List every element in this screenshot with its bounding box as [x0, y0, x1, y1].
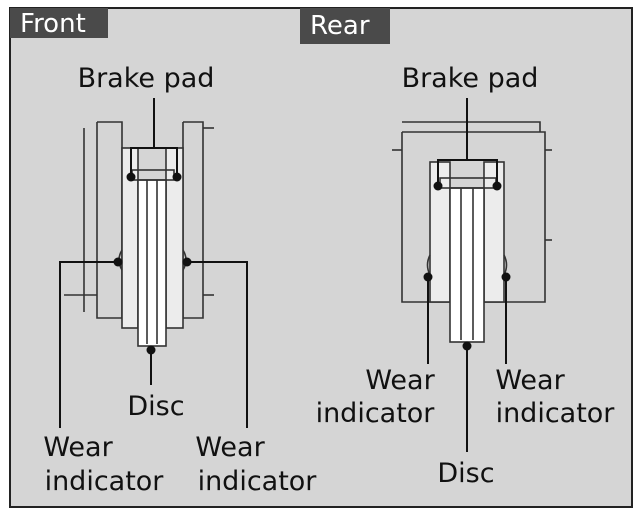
rear-tab-label: Rear — [310, 11, 370, 41]
rear-wear-right-line2: indicator — [496, 398, 616, 429]
rear-tab — [300, 8, 390, 44]
front-wear-left-line1: Wear — [43, 432, 113, 463]
rear-disc-label: Disc — [437, 458, 494, 489]
rear-disc — [449, 187, 485, 343]
rear-section: Rear Brake pad — [300, 8, 615, 489]
front-brake-pad-label: Brake pad — [78, 63, 215, 94]
front-disc-label: Disc — [127, 391, 184, 422]
front-caliper-drawing — [64, 121, 214, 347]
rear-wear-left-line1: Wear — [365, 365, 435, 396]
front-disc-callout: Disc — [127, 345, 185, 422]
front-brake-pad-callout: Brake pad — [78, 63, 215, 182]
rear-wear-left-line2: indicator — [316, 398, 436, 429]
front-wear-left-callout: Wear indicator — [43, 257, 165, 497]
diagram-panel — [9, 7, 633, 508]
front-wear-right-line2: indicator — [198, 466, 318, 497]
front-wear-right-callout: Wear indicator — [182, 257, 318, 497]
rear-brake-pad-label: Brake pad — [402, 63, 539, 94]
front-section: Front Brake pad — [10, 8, 317, 497]
rear-wear-left-callout: Wear indicator — [316, 272, 436, 429]
front-wear-right-line1: Wear — [195, 432, 265, 463]
front-wear-left-line2: indicator — [45, 466, 165, 497]
rear-wear-right-callout: Wear indicator — [495, 272, 616, 429]
rear-wear-right-line1: Wear — [495, 365, 565, 396]
rear-caliper-drawing — [392, 121, 552, 343]
front-disc — [137, 179, 167, 347]
rear-brake-pad-callout: Brake pad — [402, 63, 539, 191]
front-tab-label: Front — [20, 9, 86, 39]
front-tab — [10, 8, 108, 38]
rear-disc-callout: Disc — [437, 341, 495, 489]
